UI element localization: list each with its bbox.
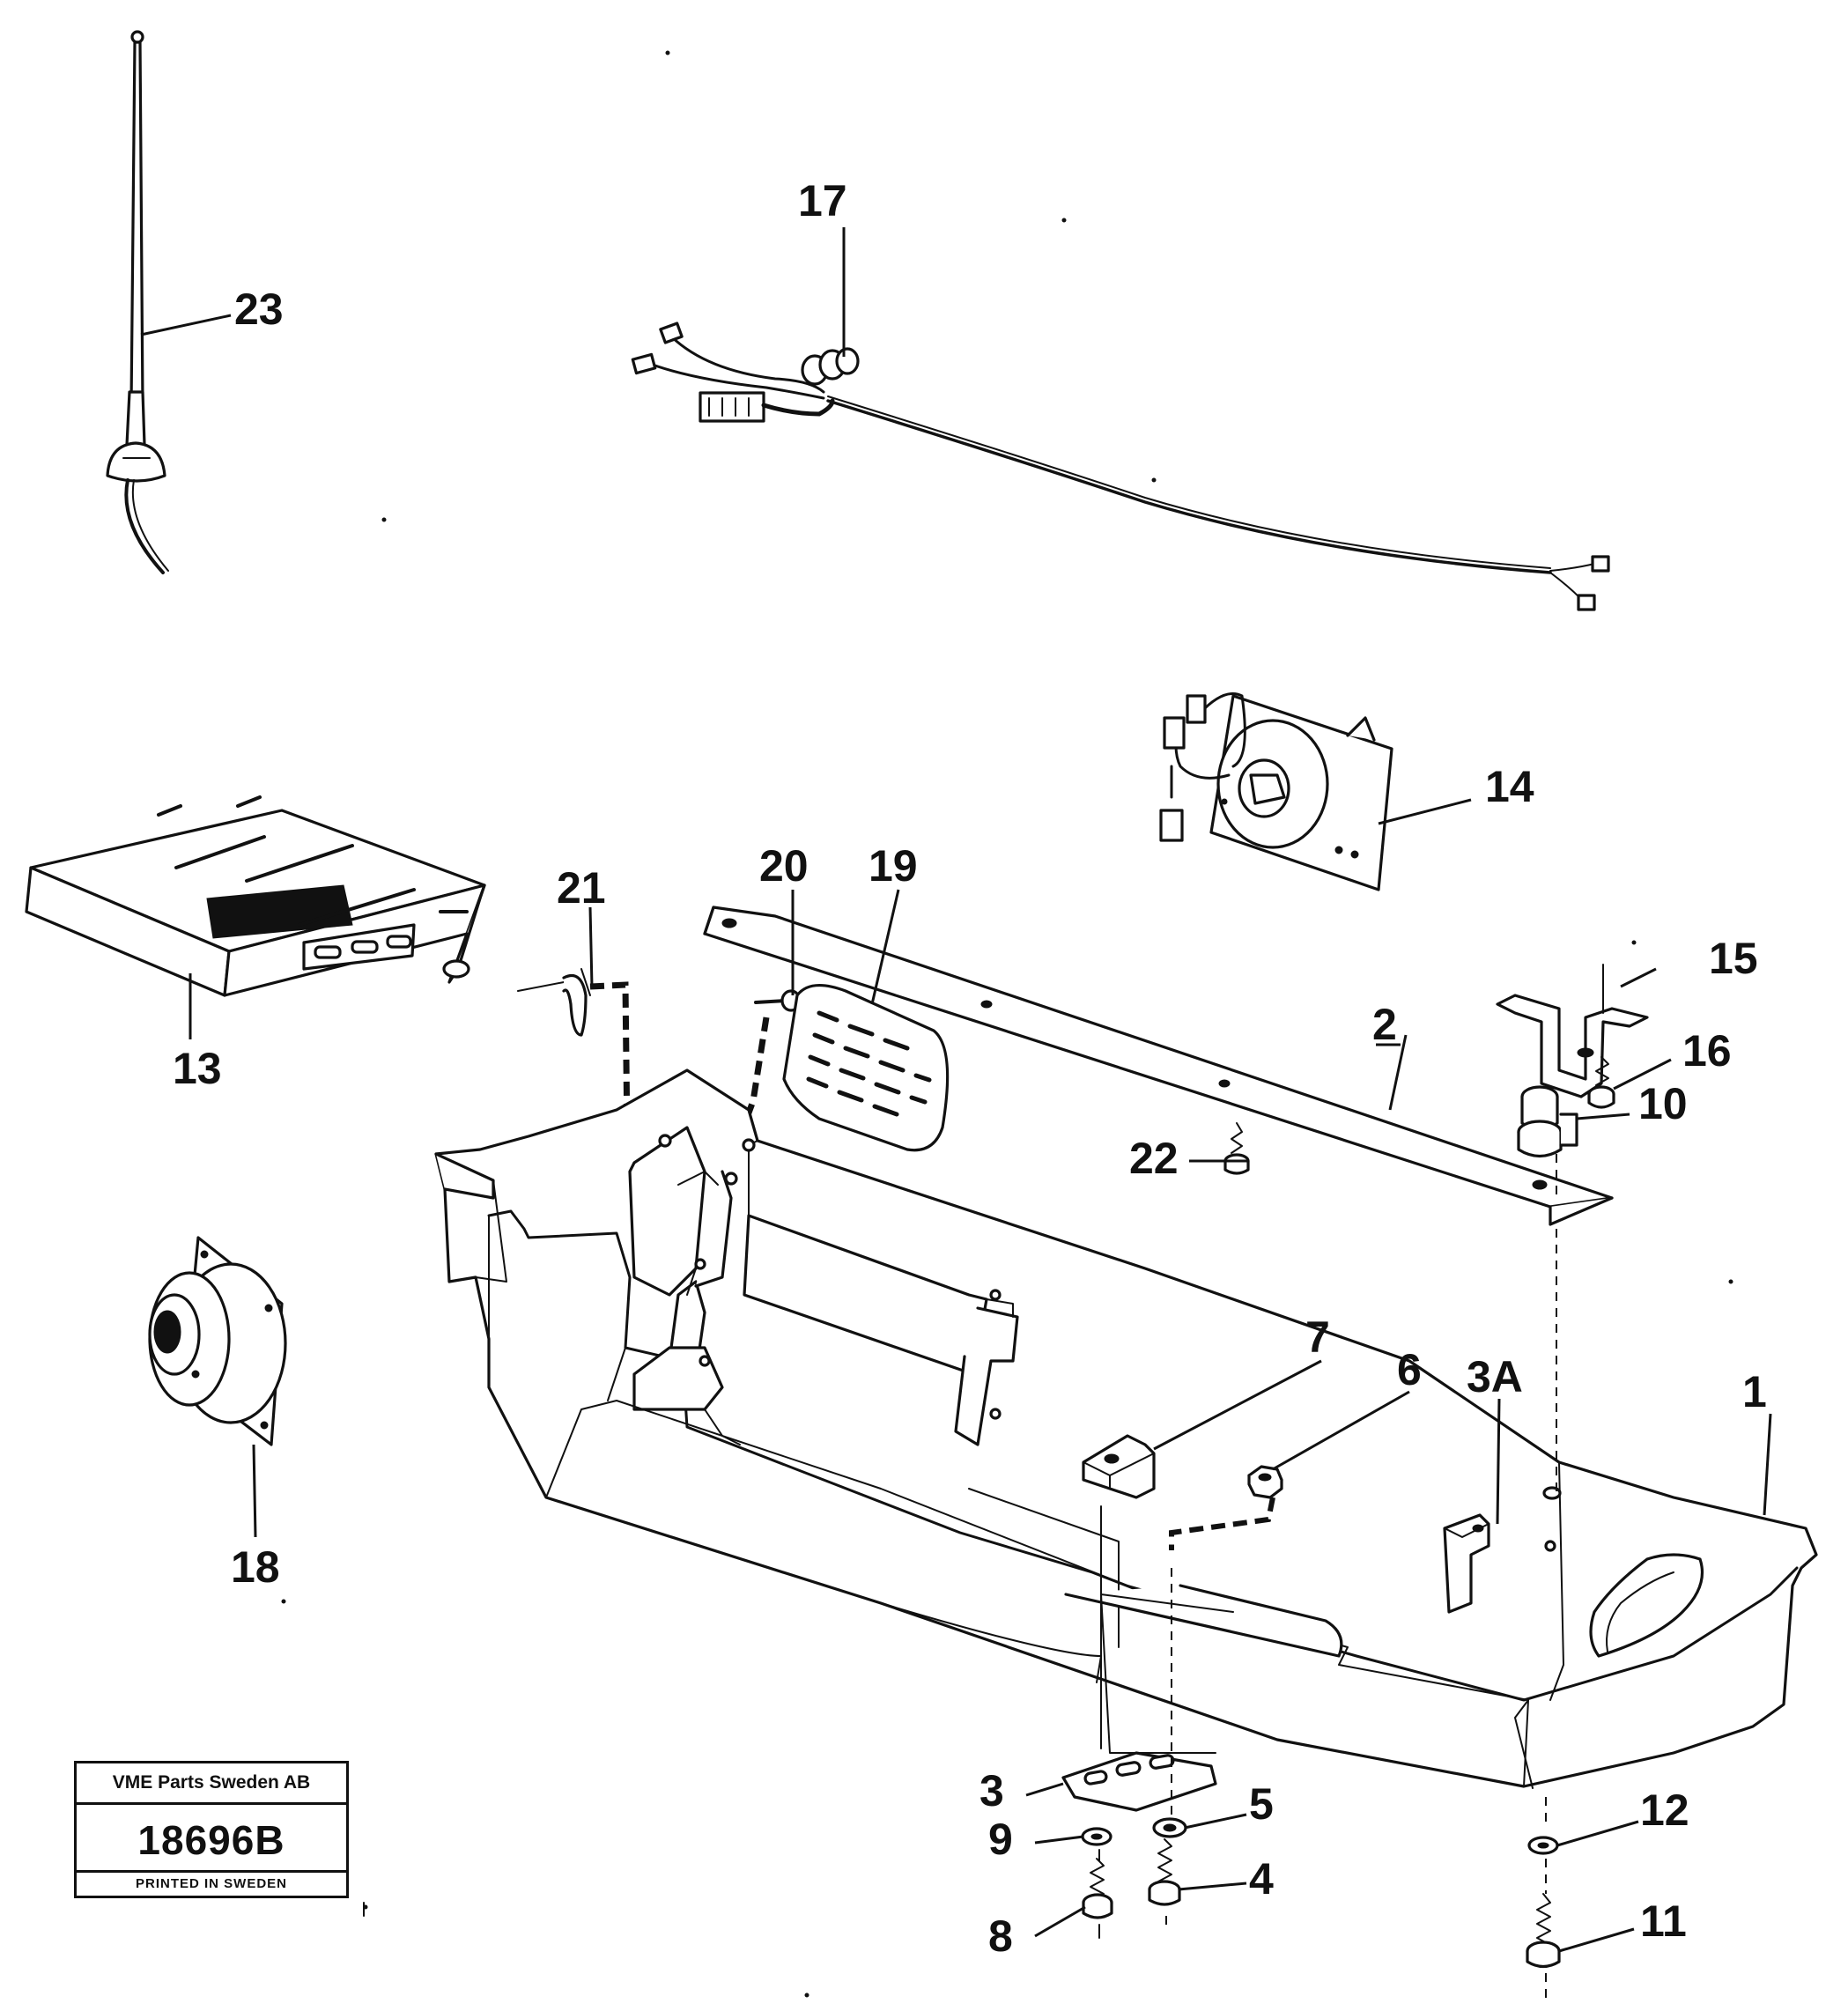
- screw-8: [1082, 1858, 1113, 1919]
- harness-17: [631, 322, 1610, 611]
- callout-1: 1: [1742, 1367, 1767, 1416]
- callout-9: 9: [988, 1815, 1013, 1864]
- isolator-10: [1517, 1085, 1578, 1158]
- callout-10: 10: [1638, 1079, 1688, 1128]
- radio-13: [25, 795, 486, 997]
- callout-23: 23: [234, 285, 284, 334]
- callout-22: 22: [1129, 1134, 1179, 1183]
- speaker-plate-14: [1159, 692, 1393, 891]
- callout-18: 18: [231, 1542, 280, 1592]
- callout-17: 17: [798, 176, 847, 225]
- clip-21: [517, 968, 636, 1143]
- assembly-lines: [1098, 964, 1604, 2000]
- speaker-18: [148, 1236, 287, 1446]
- callout-5: 5: [1249, 1779, 1274, 1829]
- bracket-15: [1496, 968, 1649, 1098]
- assembly-path-19: [736, 1017, 770, 1138]
- callout-8: 8: [988, 1911, 1013, 1961]
- callout-numbers: 23 17 14 13 21 20 19 15 2 16 10 22 7 6 3…: [173, 176, 1767, 1961]
- bracket-7: [1082, 1434, 1156, 1499]
- callout-4: 4: [1249, 1854, 1274, 1904]
- callout-11: 11: [1640, 1896, 1687, 1946]
- speckles: [281, 50, 1733, 1998]
- screw-16: [1587, 1056, 1615, 1109]
- screw-4: [1148, 1838, 1181, 1906]
- stamp-company: VME Parts Sweden AB: [77, 1763, 346, 1805]
- console-1: [434, 1068, 1818, 1789]
- callout-21: 21: [557, 863, 606, 913]
- callout-7: 7: [1305, 1312, 1330, 1362]
- screw-11: [1526, 1893, 1561, 1969]
- washer-12: [1527, 1836, 1559, 1855]
- callout-14: 14: [1485, 762, 1534, 811]
- washer-5: [1152, 1817, 1187, 1838]
- stamp-drawing-number: 18696B: [137, 1817, 285, 1863]
- bracket-3a: [1443, 1513, 1490, 1614]
- title-stamp: VME Parts Sweden AB 18696B PRINTED IN SW…: [74, 1761, 349, 1898]
- washer-9: [1081, 1827, 1112, 1846]
- callout-2: 2: [1372, 1000, 1397, 1049]
- rail-2: [703, 906, 1614, 1226]
- grille-19: [782, 984, 950, 1152]
- callout-6: 6: [1397, 1345, 1422, 1394]
- stamp-printed-in: PRINTED IN SWEDEN: [77, 1870, 346, 1896]
- callout-16: 16: [1682, 1026, 1732, 1076]
- callout-15: 15: [1709, 934, 1758, 983]
- antenna-23: [106, 30, 169, 574]
- leader-lines: [140, 227, 1772, 1953]
- plate-3: [1061, 1751, 1217, 1812]
- callout-19: 19: [869, 841, 918, 891]
- callout-20: 20: [759, 841, 809, 891]
- callout-13: 13: [173, 1044, 222, 1093]
- callout-3a: 3A: [1467, 1352, 1523, 1401]
- callout-3: 3: [979, 1766, 1004, 1815]
- bolt-22: [1223, 1122, 1250, 1175]
- nut-6: [1247, 1465, 1283, 1499]
- callout-12: 12: [1640, 1786, 1689, 1835]
